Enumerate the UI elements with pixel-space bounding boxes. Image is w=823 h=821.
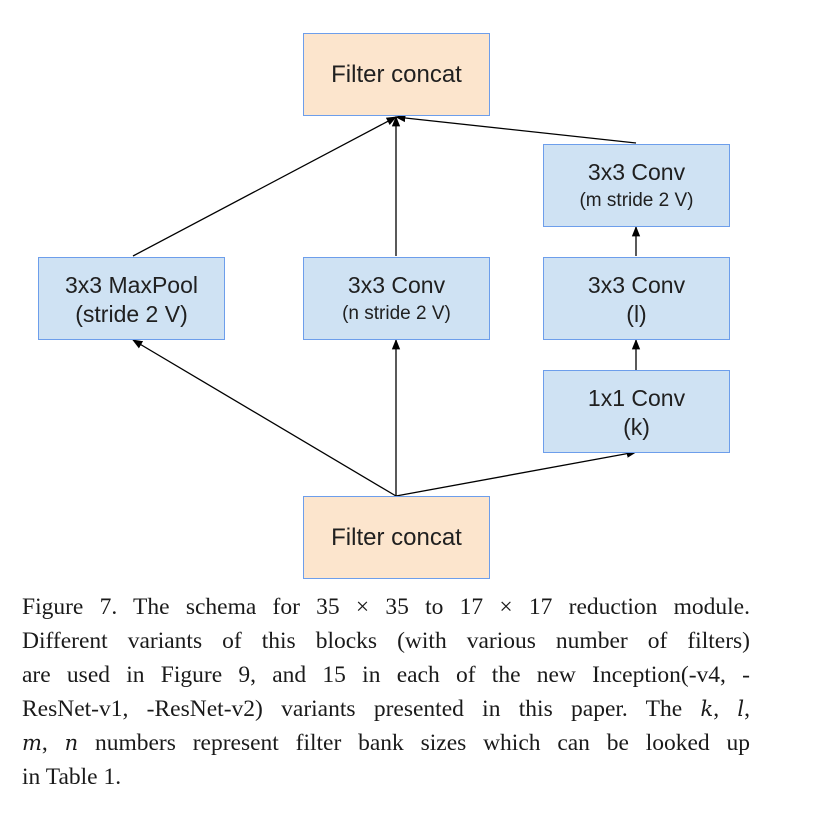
arrow-concat-to-maxpool bbox=[132, 339, 397, 497]
maxpool-node: 3x3 MaxPool (stride 2 V) bbox=[38, 257, 225, 340]
right-conv-top-params: (m stride 2 V) bbox=[579, 189, 694, 211]
right-conv-top-title: 3x3 Conv bbox=[587, 158, 686, 185]
arrow-3x3-m-to-concat bbox=[394, 113, 637, 144]
arrow-maxpool-to-concat bbox=[132, 116, 397, 257]
caption-var-m: m bbox=[22, 731, 42, 755]
right-conv-mid-title: 3x3 Conv bbox=[587, 271, 686, 298]
right-conv-bottom-title: 1x1 Conv bbox=[587, 384, 686, 411]
right-conv-bottom-params: (k) bbox=[623, 413, 650, 440]
caption-line-2: Different variants of this blocks (with … bbox=[22, 628, 750, 654]
caption-line-1: Figure 7. The schema for 35 × 35 to 17 ×… bbox=[22, 594, 750, 620]
top-filter-concat-label: Filter concat bbox=[331, 60, 462, 88]
caption-sep-2: , bbox=[744, 696, 751, 722]
caption-line-4: ResNet-v1, -ResNet-v2) variants presente… bbox=[22, 692, 750, 726]
bottom-filter-concat: Filter concat bbox=[303, 496, 490, 579]
caption-line-5-text: numbers represent filter bank sizes whic… bbox=[78, 730, 750, 756]
caption-line-3: are used in Figure 9, and 15 in each of … bbox=[22, 662, 750, 688]
caption-var-k: k bbox=[700, 697, 714, 721]
maxpool-params: (stride 2 V) bbox=[75, 300, 188, 327]
right-conv-mid-params: (l) bbox=[626, 300, 647, 327]
caption-line-6: in Table 1. bbox=[22, 764, 122, 790]
right-conv-top-node: 3x3 Conv (m stride 2 V) bbox=[543, 144, 730, 227]
mid-conv-params: (n stride 2 V) bbox=[342, 302, 451, 324]
caption-var-n: n bbox=[64, 731, 79, 755]
caption-line-4-text: ResNet-v1, -ResNet-v2) variants presente… bbox=[22, 696, 701, 722]
right-conv-mid-node: 3x3 Conv (l) bbox=[543, 257, 730, 340]
figure-caption: Figure 7. The schema for 35 × 35 to 17 ×… bbox=[22, 590, 750, 794]
caption-var-l: l bbox=[737, 697, 745, 721]
maxpool-title: 3x3 MaxPool bbox=[65, 271, 198, 298]
caption-sep-3: , bbox=[41, 730, 65, 756]
mid-conv-node: 3x3 Conv (n stride 2 V) bbox=[303, 257, 490, 340]
top-filter-concat: Filter concat bbox=[303, 33, 490, 116]
caption-sep-1: , bbox=[713, 696, 738, 722]
right-conv-bottom-node: 1x1 Conv (k) bbox=[543, 370, 730, 453]
bottom-filter-concat-label: Filter concat bbox=[331, 523, 462, 551]
mid-conv-title: 3x3 Conv bbox=[347, 271, 446, 298]
caption-line-5: m, n numbers represent filter bank sizes… bbox=[22, 726, 750, 760]
arrow-concat-to-1x1-conv bbox=[395, 449, 638, 497]
